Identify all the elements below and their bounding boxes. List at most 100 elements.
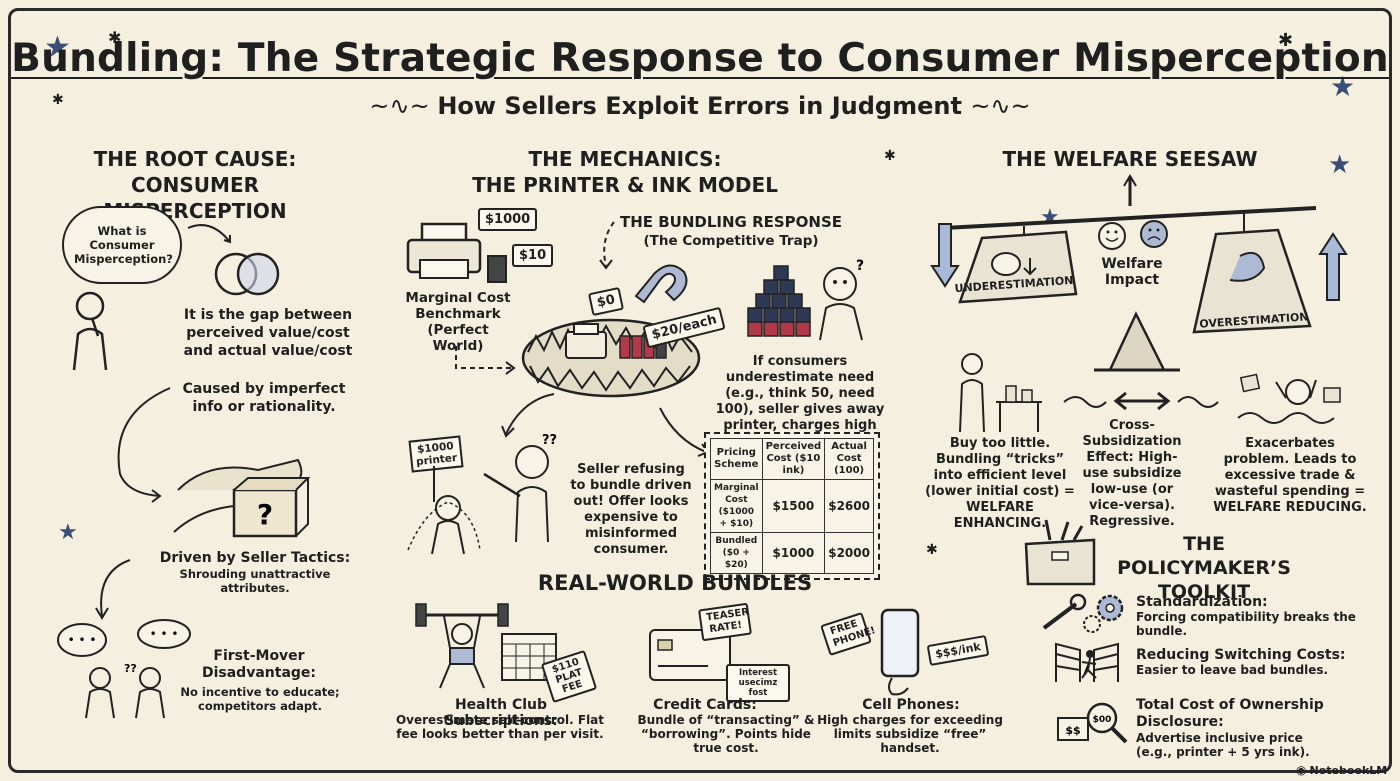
- toolkit-item-title: Total Cost of Ownership Disclosure:: [1136, 697, 1324, 730]
- flow-arrow-icon: [95, 559, 131, 620]
- welfare-left-text: Buy too little. Bundling “tricks” into e…: [925, 436, 1075, 531]
- svg-text:$00: $00: [1093, 715, 1112, 725]
- seesaw-icon: [943, 174, 1317, 372]
- sparkle-icon: ✱: [926, 542, 938, 558]
- table-header: Perceived Cost ($10 ink): [761, 438, 826, 480]
- worried-person-icon: ?: [819, 258, 864, 341]
- table-cell: $2000: [824, 532, 874, 574]
- sparkle-icon: ✱: [884, 148, 896, 164]
- arrow-up-icon: [1318, 232, 1348, 301]
- drowning-person-icon: [1237, 373, 1341, 424]
- question-cloud: What is Consumer Misperception?: [62, 206, 182, 284]
- welfare-right-text: Exacerbates problem. Leads to excessive …: [1213, 436, 1367, 515]
- refusing-text: Seller refusing to bundle driven out! Of…: [570, 462, 692, 557]
- toolkit-item-desc: Advertise inclusive price (e.g., printer…: [1136, 731, 1310, 759]
- svg-text:?: ?: [856, 258, 864, 274]
- seller-tactics-desc: Shrouding unattractive attributes.: [179, 567, 331, 595]
- toolbox-icon: [1024, 519, 1096, 586]
- squiggle-left: ~∿~: [369, 92, 438, 120]
- table-header: Pricing Scheme: [710, 438, 763, 480]
- table-cell: Bundled ($0 + $20): [710, 532, 763, 574]
- star-icon: ★: [58, 520, 78, 545]
- underestimate-text: If consumers underestimate need (e.g., t…: [715, 354, 885, 449]
- health-club-title: Health Club Subscriptions:: [444, 697, 558, 729]
- toolkit-item-title: Standardization:: [1136, 594, 1268, 610]
- table-header: Actual Cost (100): [824, 438, 874, 480]
- pointing-person-icon: ??: [483, 433, 557, 543]
- squiggle-right: ~∿~: [970, 92, 1031, 120]
- table-row: Bundled ($0 + $20) $1000 $2000: [710, 532, 874, 574]
- svg-text:$$: $$: [1065, 724, 1080, 737]
- credit-card-desc: Bundle of “transacting” & “borrowing”. P…: [637, 713, 815, 755]
- printer-icon: [406, 222, 482, 279]
- printer-price-tag: $1000: [478, 208, 538, 231]
- toolkit-item: Total Cost of Ownership Disclosure: Adve…: [1136, 697, 1326, 759]
- toolkit-item-title: Reducing Switching Costs:: [1136, 647, 1346, 663]
- brand-logo: ◉ NotebookLM: [1296, 763, 1388, 777]
- ink-pile-icon: [747, 265, 811, 337]
- curved-arrow-icon: [187, 224, 231, 244]
- bundling-response-title: THE BUNDLING RESPONSE (The Competitive T…: [619, 213, 843, 249]
- cell-phone-title: Cell Phones:: [862, 697, 960, 713]
- star-icon: ★: [1330, 70, 1356, 103]
- svg-text:• • •: • • •: [68, 633, 97, 647]
- interest-tag: Interest usecimz fost: [726, 664, 790, 702]
- toolkit-item-desc: Forcing compatibility breaks the bundle.: [1136, 610, 1356, 638]
- toolkit-item: Reducing Switching Costs: Easier to leav…: [1136, 647, 1376, 677]
- star-icon: ★: [1328, 150, 1352, 180]
- table-cell: $1000: [761, 532, 826, 574]
- credit-card-title: Credit Cards:: [653, 697, 757, 713]
- table-cell: Marginal Cost ($1000 + $10): [710, 479, 763, 533]
- magnet-icon: [634, 264, 688, 304]
- health-club-desc: Overestimate self-control. Flat fee look…: [395, 713, 605, 741]
- real-world-heading: REAL-WORLD BUNDLES: [537, 571, 813, 595]
- weightlifter-icon: [415, 603, 509, 689]
- table-row: Marginal Cost ($1000 + $10) $1500 $2600: [710, 479, 874, 533]
- pricing-table-box: Pricing Scheme Perceived Cost ($10 ink) …: [704, 432, 880, 580]
- ink-cartridge-icon: [487, 255, 507, 283]
- first-mover-desc: No incentive to educate; competitors ada…: [180, 685, 340, 713]
- welfare-heading: THE WELFARE SEESAW: [1002, 147, 1258, 171]
- notebooklm-icon: ◉: [1296, 763, 1307, 777]
- welfare-impact-label: Welfare Impact: [1101, 256, 1163, 288]
- seller-tactics-title: Driven by Seller Tactics:: [159, 550, 351, 566]
- benchmark-label: Marginal Cost Benchmark (Perfect World): [405, 290, 511, 354]
- cell-phone-desc: High charges for exceeding limits subsid…: [817, 713, 1003, 755]
- dashed-arrow-icon: [599, 221, 615, 270]
- curved-arrow-icon: [501, 393, 555, 438]
- page-subtitle: ~∿~ How Sellers Exploit Errors in Judgme…: [369, 92, 1031, 120]
- svg-text:• • •: • • •: [150, 627, 179, 641]
- shrouded-box-icon: ?: [173, 458, 311, 538]
- svg-text:??: ??: [124, 662, 137, 675]
- scared-person-icon: [407, 466, 481, 555]
- table-cell: $2600: [824, 479, 874, 533]
- welfare-middle-text: Cross-Subsidization Effect: High-use sub…: [1082, 418, 1182, 529]
- overlap-circles-icon: [214, 252, 280, 296]
- thinking-person-icon: [72, 291, 108, 371]
- wrench-gear-icon: [1042, 593, 1124, 633]
- svg-text:??: ??: [542, 433, 557, 448]
- phone-icon: [880, 608, 920, 696]
- gap-text: It is the gap between perceived value/co…: [183, 307, 353, 359]
- confused-people-icon: • • • • • • ??: [57, 619, 191, 719]
- magnifier-icon: $$ $00: [1057, 702, 1128, 744]
- flow-arrow-icon: [117, 387, 171, 503]
- cause-text: Caused by imperfect info or rationality.: [182, 381, 346, 415]
- toolkit-heading: THE POLICYMAKER’S TOOLKIT: [1117, 533, 1291, 603]
- toolkit-item-desc: Easier to leave bad bundles.: [1136, 663, 1329, 677]
- first-mover-title: First-Mover Disadvantage:: [201, 648, 317, 681]
- root-cause-heading: THE ROOT CAUSE: CONSUMER MISPERCEPTION: [93, 147, 297, 223]
- star-icon: ★: [44, 30, 71, 65]
- sparkle-icon: ✱: [108, 28, 122, 47]
- shopper-icon: [959, 353, 1042, 433]
- sparkle-icon: ✱: [1278, 30, 1294, 51]
- table-cell: $1500: [761, 479, 826, 533]
- page-title: Bundling: The Strategic Response to Cons…: [11, 36, 1389, 81]
- gate-runner-icon: [1055, 642, 1119, 682]
- mechanics-heading: THE MECHANICS: THE PRINTER & INK MODEL: [472, 147, 778, 197]
- pricing-table: Pricing Scheme Perceived Cost ($10 ink) …: [710, 438, 874, 574]
- sparkle-icon: ✱: [52, 92, 64, 108]
- svg-text:?: ?: [257, 498, 273, 531]
- ink-price-tag: $10: [512, 244, 554, 267]
- dashed-arrow-icon: [455, 346, 516, 375]
